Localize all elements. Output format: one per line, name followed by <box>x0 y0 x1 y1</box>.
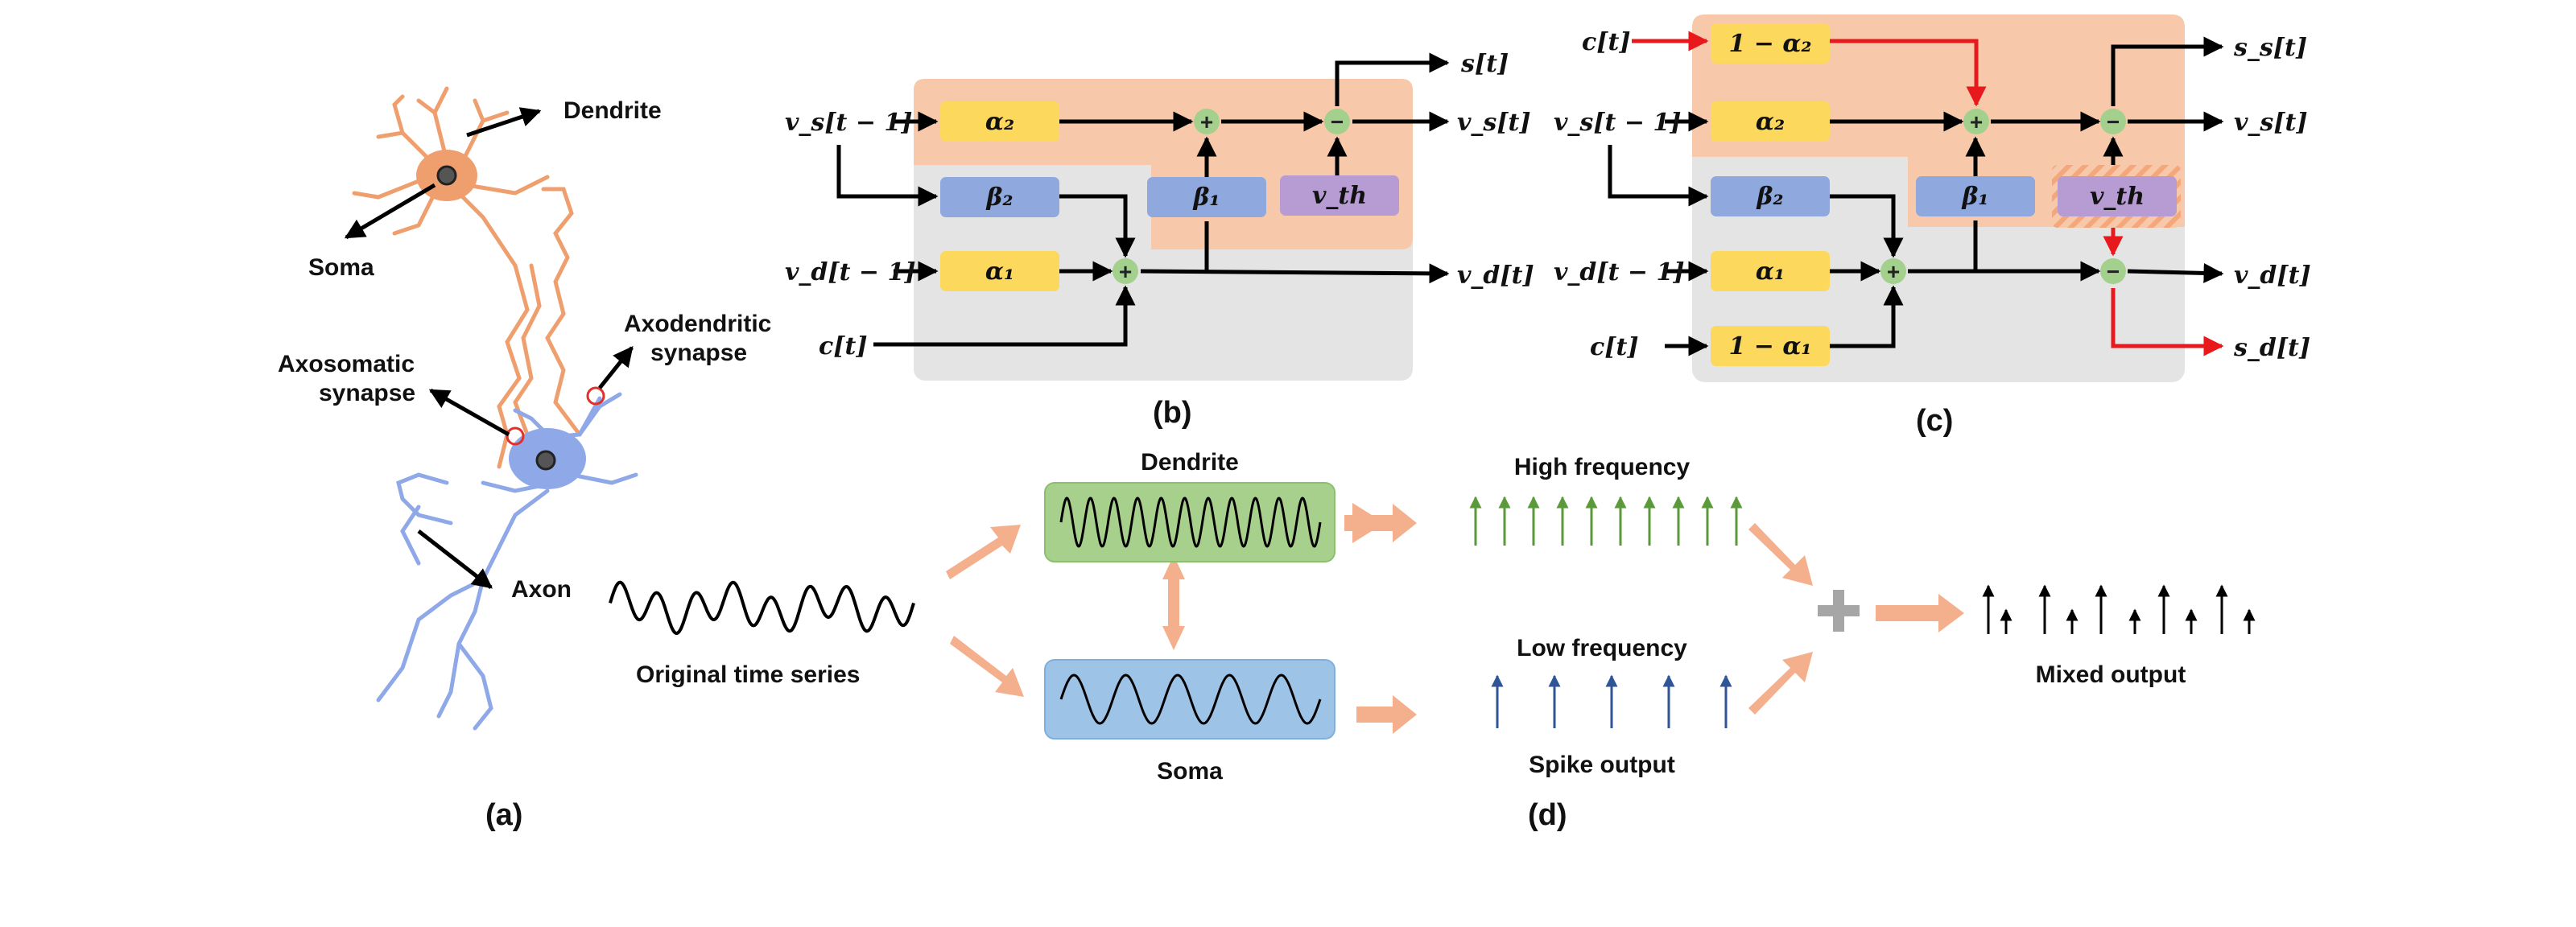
beta2-label-c: β₂ <box>1756 183 1783 211</box>
output-ss-c: s_s[t] <box>2233 34 2307 62</box>
wires-b <box>836 52 1450 347</box>
vth-label-b: v_th <box>1312 182 1367 210</box>
axosomatic-synapse-ring <box>506 426 525 446</box>
beta2-label-b: β₂ <box>985 183 1013 212</box>
original-time-series-label: Original time series <box>636 661 860 688</box>
plus-sign-top-b: + <box>1200 109 1213 134</box>
arrow-to-high <box>1356 504 1417 542</box>
vth-label-c: v_th <box>2090 183 2145 211</box>
axodendritic-label-line2: synapse <box>650 340 747 366</box>
box-beta1-b <box>1147 177 1266 217</box>
panel-b: α₂ β₂ α₁ β₁ v_th + − + <box>785 50 1534 430</box>
alpha1-label-c: α₁ <box>1756 258 1785 286</box>
caption-c: (c) <box>1916 404 1953 438</box>
caption-d: (d) <box>1528 798 1567 832</box>
output-vd-b: v_d[t] <box>1457 262 1534 290</box>
soma-pointer <box>344 183 436 240</box>
soma-wave-label: Soma <box>1157 758 1223 785</box>
box-alpha1-c <box>1711 251 1830 291</box>
input-vd-prev-b: v_d[t − 1] <box>785 258 916 286</box>
dendrite-wave-label: Dendrite <box>1141 449 1239 476</box>
original-time-series-wave <box>609 580 915 635</box>
output-vd-c: v_d[t] <box>2234 262 2311 290</box>
input-vs-prev-b: v_s[t − 1] <box>785 109 912 137</box>
box-vth-b <box>1280 175 1399 216</box>
high-frequency-label: High frequency <box>1514 454 1690 480</box>
output-vs-c: v_s[t] <box>2234 109 2308 137</box>
upper-neuron-nucleus <box>436 165 457 186</box>
minus-sign-top-c: − <box>2107 109 2120 134</box>
minus-node-bottom-c <box>2100 258 2126 284</box>
box-one-minus-alpha1-c <box>1711 326 1830 366</box>
plus-node-bottom-c <box>1880 258 1906 284</box>
input-c-b: c[t] <box>819 332 868 360</box>
minus-node-b <box>1324 109 1350 134</box>
panel-c: 1 − α₂ α₂ β₂ α₁ 1 − α₁ β₁ v_th <box>1554 14 2311 438</box>
input-c-top-c: c[t] <box>1582 28 1631 56</box>
soma-label: Soma <box>308 254 374 281</box>
output-s-b: s[t] <box>1460 50 1509 78</box>
plus-node-top-b <box>1194 109 1220 134</box>
axon-label: Axon <box>511 576 572 603</box>
dendrite-pointer <box>466 107 542 138</box>
high-frequency-spikes <box>1469 496 1743 546</box>
input-vd-prev-c: v_d[t − 1] <box>1554 258 1685 286</box>
box-alpha2-c <box>1711 101 1830 142</box>
alpha2-label-b: α₂ <box>985 108 1014 136</box>
minus-sign-bottom-c: − <box>2107 259 2120 284</box>
axosomatic-label-line2: synapse <box>319 380 415 406</box>
plus-node-bottom-b <box>1113 258 1138 284</box>
plus-sign-bottom-c: + <box>1887 259 1900 284</box>
caption-b: (b) <box>1153 396 1192 430</box>
beta1-label-c: β₁ <box>1961 183 1988 211</box>
box-beta1-c <box>1916 176 2035 216</box>
lower-neuron-nucleus <box>535 450 556 471</box>
lower-neuron <box>376 392 638 731</box>
axosomatic-pointer <box>428 388 510 437</box>
panel-a: Dendrite Soma Axosomatic synapse Axodend… <box>278 86 771 832</box>
mixed-output-spikes <box>1982 584 2256 634</box>
low-frequency-label: Low frequency <box>1517 635 1687 661</box>
red-paths-c <box>1632 31 2224 356</box>
plus-sign-top-c: + <box>1970 109 1983 134</box>
plus-sign-bottom-b: + <box>1119 259 1132 284</box>
panel-d: Original time series Dendrite Soma High … <box>609 449 2256 832</box>
one-minus-alpha2-label-c: 1 − α₂ <box>1728 30 1811 58</box>
beta1-label-b: β₁ <box>1192 183 1220 212</box>
low-frequency-spikes <box>1491 674 1732 728</box>
box-vth-c-inner <box>2058 176 2177 216</box>
input-c-bottom-c: c[t] <box>1590 333 1639 361</box>
one-minus-alpha1-label-c: 1 − α₁ <box>1728 332 1811 360</box>
caption-a: (a) <box>485 798 522 832</box>
input-vs-prev-c: v_s[t − 1] <box>1554 109 1681 137</box>
soma-wave <box>1059 674 1322 725</box>
axodendritic-synapse-ring <box>586 386 605 406</box>
mixed-output-label: Mixed output <box>2036 661 2186 688</box>
output-sd-c: s_d[t] <box>2233 334 2310 362</box>
output-vs-b: v_s[t] <box>1457 109 1531 137</box>
plus-node-top-c <box>1963 109 1989 134</box>
minus-node-top-c <box>2100 109 2126 134</box>
box-beta2-c <box>1711 176 1830 216</box>
axodendritic-pointer <box>598 346 634 389</box>
box-beta2-b <box>940 177 1059 217</box>
axodendritic-label-line1: Axodendritic <box>624 311 771 337</box>
wires-c <box>1608 36 2224 356</box>
flow-arrows <box>946 503 1964 734</box>
spike-output-label: Spike output <box>1529 752 1675 778</box>
alpha1-label-b: α₁ <box>985 258 1014 286</box>
box-alpha1-b <box>940 251 1059 291</box>
plus-symbol <box>1818 590 1860 632</box>
box-alpha2-b <box>940 101 1059 142</box>
minus-sign-b: − <box>1331 109 1344 134</box>
box-one-minus-alpha2-c <box>1711 23 1830 64</box>
axosomatic-label-line1: Axosomatic <box>278 351 415 377</box>
dendrite-wave <box>1059 496 1322 548</box>
alpha2-label-c: α₂ <box>1756 108 1785 136</box>
axon-pointer <box>417 529 493 589</box>
dendrite-label: Dendrite <box>564 97 662 124</box>
